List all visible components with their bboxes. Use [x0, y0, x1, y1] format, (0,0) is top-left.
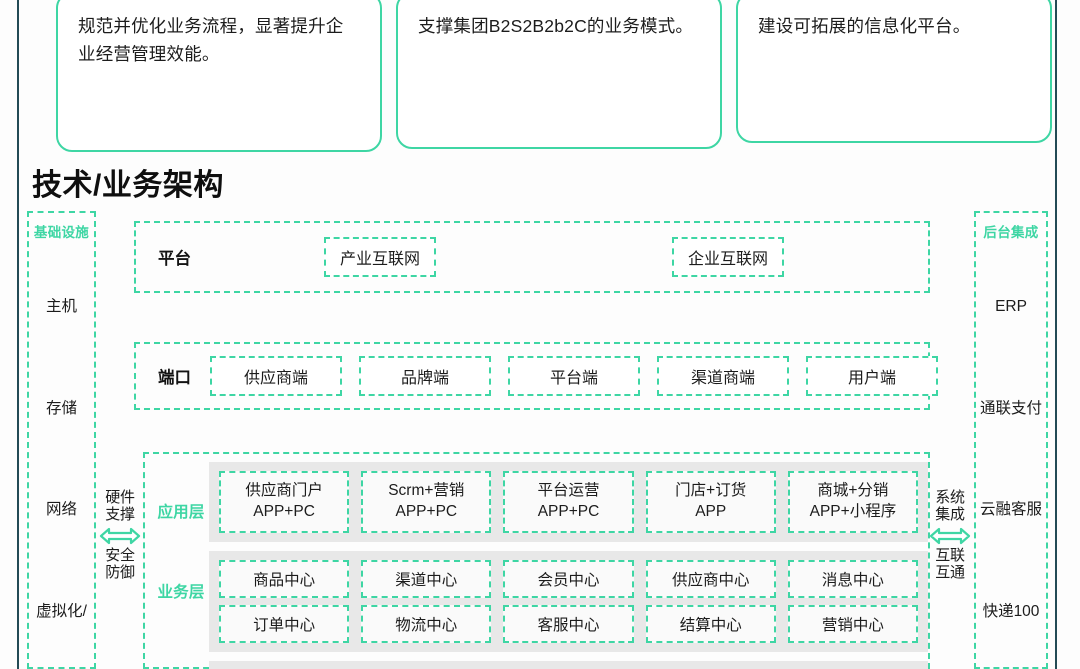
application-cell[interactable]: 商城+分销 APP+小程序: [787, 471, 919, 533]
backend-item[interactable]: ERP: [995, 298, 1027, 316]
objective-card-group: 规范并优化业务流程，显著提升企业经营管理效能。 支撑集团B2S2B2b2C的业务…: [56, 0, 1052, 152]
next-layer-band-partial: [209, 660, 928, 669]
backend-item[interactable]: 云融客服: [979, 501, 1042, 519]
business-row-2: 订单中心 物流中心 客服中心 结算中心 营销中心: [219, 604, 919, 643]
application-row: 供应商门户 APP+PC Scrm+营销 APP+PC 平台运营 APP+PC …: [219, 471, 919, 533]
backend-item[interactable]: 快递100: [982, 602, 1040, 620]
objective-card-3[interactable]: 建设可拓展的信息化平台。: [736, 0, 1052, 143]
layer-label-column: 应用层 业务层: [145, 454, 209, 667]
port-chip-group: 供应商端 品牌端 平台端 渠道商端 用户端: [210, 356, 938, 396]
business-layer-band: 商品中心 渠道中心 会员中心 供应商中心 消息中心 订单中心 物流中心 客服中心…: [209, 550, 928, 652]
layer-body: 供应商门户 APP+PC Scrm+营销 APP+PC 平台运营 APP+PC …: [209, 454, 928, 669]
platform-chip[interactable]: 企业互联网: [672, 237, 785, 277]
double-arrow-icon: [99, 527, 141, 545]
double-arrow-icon: [929, 527, 971, 545]
application-cell[interactable]: Scrm+营销 APP+PC: [361, 471, 492, 533]
connector-left-top-label: 硬件 支撑: [105, 489, 135, 524]
infrastructure-item[interactable]: 虚拟化/: [36, 602, 87, 620]
business-cell[interactable]: 渠道中心: [361, 559, 492, 598]
infrastructure-item[interactable]: 网络: [45, 501, 77, 519]
business-cell[interactable]: 订单中心: [219, 604, 350, 643]
system-integration-connector: 系统 集成 互联 互通: [928, 478, 972, 594]
port-chip[interactable]: 渠道商端: [657, 356, 789, 396]
right-rail-divider: [1055, 0, 1057, 669]
objective-card-2-text: 支撑集团B2S2B2b2C的业务模式。: [418, 16, 694, 36]
application-cell[interactable]: 供应商门户 APP+PC: [219, 471, 350, 533]
left-rail-divider: [17, 0, 19, 669]
objective-card-3-text: 建设可拓展的信息化平台。: [758, 16, 971, 36]
business-cell[interactable]: 客服中心: [503, 604, 634, 643]
backend-integration-column[interactable]: 后台集成 ERP 通联支付 云融客服 快递100: [974, 211, 1048, 669]
port-chip[interactable]: 品牌端: [359, 356, 491, 396]
platform-row: 平台 产业互联网 企业互联网: [134, 221, 930, 293]
connector-right-top-label: 系统 集成: [935, 489, 965, 524]
hardware-support-connector: 硬件 支撑 安全 防御: [98, 478, 142, 594]
application-cell[interactable]: 平台运营 APP+PC: [503, 471, 634, 533]
port-row-label: 端口: [158, 369, 191, 387]
connector-right-bottom-label: 互联 互通: [935, 547, 965, 581]
infrastructure-column[interactable]: 基础设施 主机 存储 网络 虚拟化/: [27, 211, 96, 669]
objective-card-1-text: 规范并优化业务流程，显著提升企业经营管理效能。: [78, 16, 344, 65]
port-chip[interactable]: 用户端: [806, 356, 938, 396]
layers-container: 应用层 业务层 供应商门户 APP+PC Scrm+营销 APP+PC 平台运营…: [143, 452, 930, 669]
business-cell[interactable]: 营销中心: [787, 604, 919, 643]
objective-card-1[interactable]: 规范并优化业务流程，显著提升企业经营管理效能。: [56, 0, 382, 152]
business-layer-label: 业务层: [157, 584, 205, 601]
port-row: 端口 供应商端 品牌端 平台端 渠道商端 用户端: [134, 342, 938, 410]
connector-left-bottom-label: 安全 防御: [105, 547, 135, 581]
port-chip[interactable]: 平台端: [508, 356, 640, 396]
platform-row-label: 平台: [158, 250, 191, 268]
business-cell[interactable]: 供应商中心: [645, 559, 776, 598]
business-row-1: 商品中心 渠道中心 会员中心 供应商中心 消息中心: [219, 559, 919, 598]
infrastructure-item[interactable]: 存储: [45, 399, 77, 417]
business-cell[interactable]: 消息中心: [787, 559, 919, 598]
infrastructure-item[interactable]: 主机: [45, 298, 77, 316]
business-cell[interactable]: 商品中心: [219, 559, 350, 598]
business-cell[interactable]: 结算中心: [645, 604, 776, 643]
application-cell[interactable]: 门店+订货 APP: [645, 471, 776, 533]
infrastructure-item-list: 主机 存储 网络 虚拟化/: [29, 241, 94, 667]
business-cell[interactable]: 会员中心: [503, 559, 634, 598]
backend-item[interactable]: 通联支付: [979, 399, 1042, 417]
port-chip[interactable]: 供应商端: [210, 356, 342, 396]
section-title: 技术/业务架构: [32, 169, 224, 202]
backend-header: 后台集成: [983, 225, 1039, 240]
platform-chip[interactable]: 产业互联网: [324, 237, 437, 277]
backend-item-list: ERP 通联支付 云融客服 快递100: [976, 241, 1046, 667]
business-cell[interactable]: 物流中心: [361, 604, 492, 643]
application-layer-band: 供应商门户 APP+PC Scrm+营销 APP+PC 平台运营 APP+PC …: [209, 462, 928, 542]
objective-card-2[interactable]: 支撑集团B2S2B2b2C的业务模式。: [396, 0, 722, 149]
infrastructure-header: 基础设施: [33, 225, 90, 240]
application-layer-label: 应用层: [157, 504, 205, 521]
